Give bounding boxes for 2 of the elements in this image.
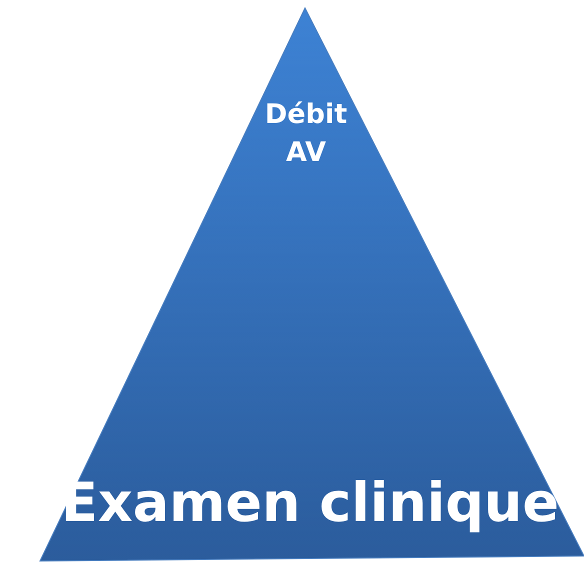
top-label: Débit AV — [264, 98, 348, 170]
base-label: Examen clinique — [60, 470, 560, 536]
